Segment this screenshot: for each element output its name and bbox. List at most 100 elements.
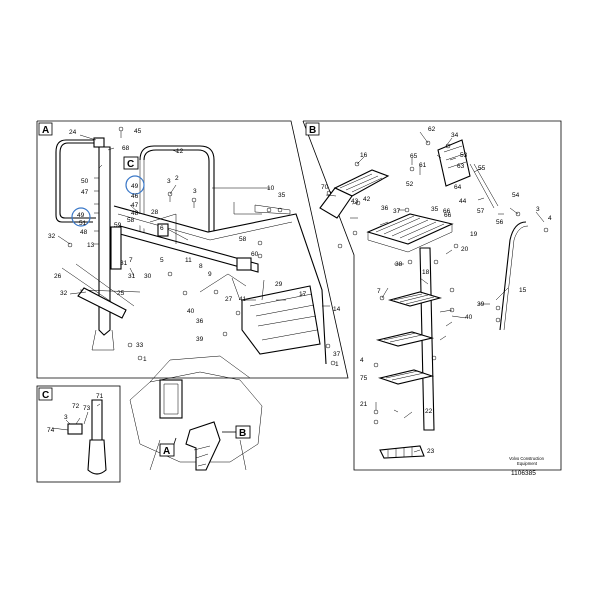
part-label: 8 — [199, 263, 203, 270]
part-label: 10 — [267, 185, 275, 192]
part-label: 51 — [79, 220, 87, 227]
part-label: 68 — [122, 145, 130, 152]
part-label: 4 — [360, 357, 364, 364]
panel-b-frame — [302, 120, 562, 471]
part-label: 49 — [77, 212, 85, 219]
highlight-circle-upper — [125, 175, 145, 195]
part-label: 31 — [120, 260, 128, 267]
part-label: 53 — [460, 152, 468, 159]
part-label: 14 — [333, 306, 341, 313]
part-label: 54 — [512, 192, 520, 199]
panel-b-letter-box — [305, 122, 320, 136]
part-label: 26 — [54, 273, 62, 280]
part-label: 27 — [225, 296, 233, 303]
part-label: 32 — [60, 290, 68, 297]
part-label: 50 — [81, 178, 89, 185]
panel-c-letter: C — [42, 390, 49, 401]
part-label: 39 — [196, 336, 204, 343]
panel-c-letter-box — [38, 387, 53, 401]
part-label: 36 — [196, 318, 204, 325]
part-label: 56 — [496, 219, 504, 226]
part-label: 47 — [131, 202, 139, 209]
part-label: 9 — [208, 271, 212, 278]
part-label: 24 — [69, 129, 77, 136]
part-label: 7 — [377, 288, 381, 295]
part-label: 36 — [381, 205, 389, 212]
part-label: 55 — [478, 165, 486, 172]
part-label: 48 — [131, 210, 139, 217]
part-label: 17 — [299, 291, 307, 298]
footer-brand-line1: Volvo Construction — [509, 456, 545, 461]
part-label: 4 — [548, 215, 552, 222]
panel-b-drawing — [319, 131, 549, 459]
machine-overview: A B — [129, 355, 263, 471]
part-label: 52 — [406, 181, 414, 188]
part-label: 58 — [239, 236, 247, 243]
part-label: 40 — [187, 308, 195, 315]
panel-b-letter: B — [309, 125, 316, 136]
part-label: 21 — [360, 401, 368, 408]
part-label: 41 — [239, 296, 247, 303]
part-label: 13 — [87, 242, 95, 249]
panel-a: A — [36, 120, 349, 379]
part-label: 47 — [81, 189, 89, 196]
part-label: 29 — [275, 281, 283, 288]
part-label: 37 — [393, 208, 401, 215]
part-label: 62 — [428, 126, 436, 133]
part-label: 6 — [160, 225, 164, 232]
part-label: 3 — [536, 206, 540, 213]
part-label: 28 — [151, 209, 159, 216]
part-label: 74 — [47, 427, 55, 434]
part-label: 58 — [127, 217, 135, 224]
part-label: 5 — [160, 257, 164, 264]
part-label: 11 — [185, 257, 192, 264]
panel-b: B — [302, 120, 562, 477]
part-label: 38 — [395, 261, 403, 268]
part-label: 3 — [64, 414, 68, 421]
part-label: 72 — [72, 403, 80, 410]
part-label: 45 — [134, 128, 142, 135]
panel-c: C 71 72 73 3 74 — [36, 385, 121, 483]
panel-a-frame — [36, 120, 349, 379]
part-label: 42 — [363, 196, 371, 203]
part-label: 71 — [96, 393, 104, 400]
part-label: 66 — [443, 208, 451, 215]
part-label: 61 — [419, 162, 427, 169]
part-label: 43 — [351, 198, 359, 205]
footer-brand-line2: Equipment — [517, 461, 538, 466]
panel-c-labels: 71 72 73 3 74 — [47, 393, 104, 434]
part-label: 64 — [454, 184, 462, 191]
part-label: 35 — [431, 206, 439, 213]
part-label: 19 — [470, 231, 478, 238]
part-label: 39 — [477, 301, 485, 308]
callout-b-label: B — [239, 428, 246, 439]
callout-a-label: A — [163, 446, 170, 457]
part-label: 2 — [175, 175, 179, 182]
part-label: 22 — [425, 408, 433, 415]
part-label: 31 — [128, 273, 136, 280]
panel-c-frame — [36, 385, 121, 483]
panel-a-letter: A — [42, 125, 49, 136]
part-label: 3 — [193, 188, 197, 195]
part-label: 32 — [48, 233, 56, 240]
part-label: 18 — [422, 269, 430, 276]
part-label: 44 — [459, 198, 467, 205]
part-label: 1 — [143, 356, 147, 363]
part-label: 3 — [167, 178, 171, 185]
part-label: 49 — [131, 183, 139, 190]
part-label: 48 — [80, 229, 88, 236]
part-label: 57 — [477, 208, 485, 215]
part-label: 12 — [176, 148, 184, 155]
footer-code: 1106385 — [511, 470, 536, 477]
callout-b-box — [235, 425, 251, 439]
part-label: 40 — [465, 314, 473, 321]
part-label: 33 — [136, 342, 144, 349]
part-label: 30 — [144, 273, 152, 280]
part-label: 70 — [321, 184, 329, 191]
part-label: 37 — [333, 351, 341, 358]
panel-a-drawing — [55, 126, 336, 366]
part-label: 7 — [129, 257, 133, 264]
part-label: 59 — [114, 222, 122, 229]
part-label: 35 — [278, 192, 286, 199]
